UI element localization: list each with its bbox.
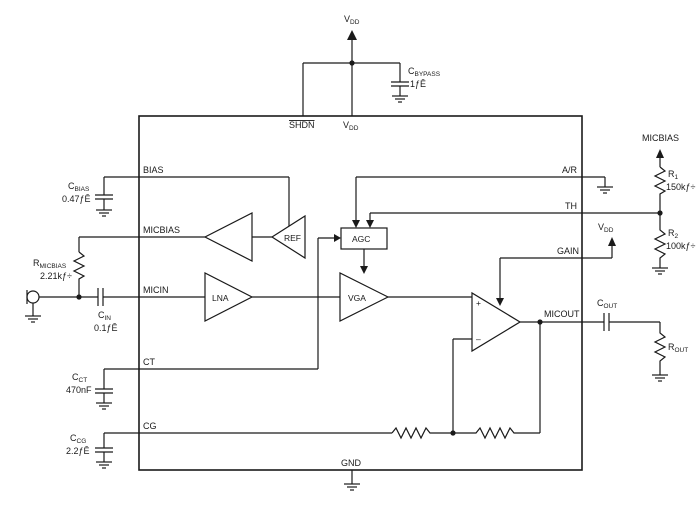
lna-label: LNA: [212, 293, 229, 303]
vdd-top-label: VDD: [344, 14, 360, 26]
vdd-gain-label: VDD: [598, 222, 614, 234]
agc-label: AGC: [352, 234, 370, 244]
gain-pin-label: GAIN: [557, 246, 579, 256]
cbias-value: 0.47ƒÊ: [62, 194, 91, 204]
microphone-symbol: [25, 290, 98, 323]
lna-triangle: [204, 272, 254, 322]
rmicbias-value: 2.21kƒ÷: [40, 271, 72, 281]
r1-label: R1: [668, 169, 679, 181]
rout-label: ROUT: [668, 342, 688, 354]
ccg-label: CCG: [70, 433, 86, 445]
micbias-wire: [78, 236, 205, 252]
micout-pin-label: MICOUT: [544, 309, 580, 319]
rmicbias-label: RMICBIAS: [33, 258, 67, 270]
cout-capacitor: [603, 313, 660, 331]
vga-label: VGA: [348, 293, 366, 303]
opamp-triangle: [471, 291, 522, 353]
cct-value: 470nF: [66, 385, 92, 395]
r2-ground: [652, 267, 668, 275]
micin-pin-label: MICIN: [143, 285, 169, 295]
cg-pin-label: CG: [143, 421, 157, 431]
micbias-out-label: MICBIAS: [642, 133, 679, 143]
rout-resistor: [653, 322, 667, 375]
gnd-pin-label: GND: [341, 458, 362, 468]
cin-value: 0.1ƒÊ: [94, 323, 118, 333]
th-pin-label: TH: [565, 201, 577, 211]
chip-outline: [138, 115, 583, 471]
vga-triangle: [339, 272, 390, 322]
vdd-pin-label: VDD: [343, 120, 359, 132]
ref-triangle: [270, 214, 306, 260]
shdn-pin-label: SHDN: [289, 120, 315, 130]
ct-wire: [104, 234, 341, 370]
cg-resistor: [391, 426, 453, 440]
r1-value: 150kƒ÷: [666, 182, 696, 192]
rout-ground: [652, 374, 668, 382]
ccg-value: 2.2ƒÊ: [66, 446, 90, 456]
ct-pin-label: CT: [143, 357, 155, 367]
cbypass-value: 1ƒÊ: [410, 79, 426, 89]
ar-pin-label: A/R: [562, 165, 578, 175]
cin-capacitor: [97, 288, 205, 306]
micbias-buffer-triangle: [203, 212, 253, 262]
cbias-label: CBIAS: [68, 181, 90, 193]
cout-label: COUT: [597, 298, 617, 310]
gnd-symbol: [344, 470, 360, 491]
bias-pin-label: BIAS: [143, 165, 164, 175]
rmicbias-resistor: [72, 251, 86, 297]
r1-resistor: [653, 166, 667, 213]
agc-to-vga-arrow: [360, 249, 368, 274]
th-wire: [366, 210, 663, 228]
cbias-capacitor: [95, 177, 113, 217]
feedback-resistor: [453, 426, 540, 440]
opamp-plus-label: +: [476, 298, 481, 308]
micbias-out-arrow: [656, 149, 664, 167]
opamp-minus-label: –: [476, 334, 481, 344]
gain-wire: [496, 237, 616, 306]
ref-label: REF: [284, 233, 301, 243]
micbias-pin-label: MICBIAS: [143, 225, 180, 235]
cbypass-label: CBYPASS: [408, 66, 441, 78]
vdd-supply-top: [302, 30, 400, 116]
ar-wire: [352, 176, 613, 228]
r2-value: 100kƒ÷: [666, 241, 696, 251]
r2-resistor: [653, 213, 667, 268]
ccg-capacitor: [95, 433, 113, 469]
cct-label: CCT: [72, 372, 87, 384]
cct-capacitor: [95, 369, 113, 410]
cbypass-capacitor: [391, 63, 409, 103]
r2-label: R2: [668, 228, 679, 240]
cin-label: CIN: [98, 310, 111, 322]
bias-wire: [104, 176, 290, 227]
